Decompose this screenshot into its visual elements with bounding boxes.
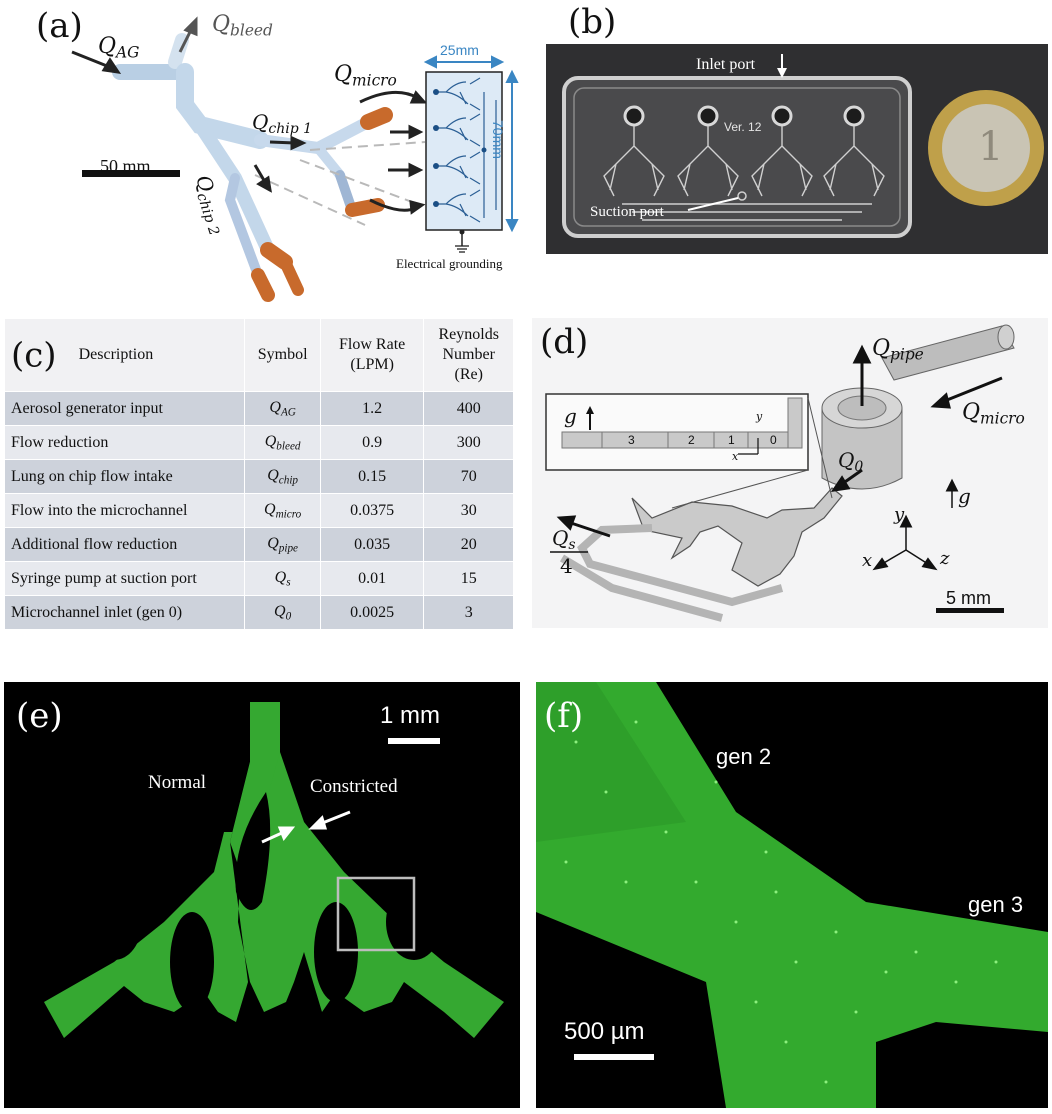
tubing-network — [112, 33, 393, 302]
panel-b: 1 Inlet port Ver. 12 Suction port (b) — [540, 0, 1052, 310]
suction-port-label: Suction port — [590, 204, 664, 220]
version-label: Ver. 12 — [724, 120, 762, 134]
panel-e: (e) 1 mm Normal Constricted — [4, 682, 520, 1108]
flow-arrows-d — [556, 344, 1003, 571]
chip-height-label: 70mm — [490, 120, 506, 159]
flow-arrows — [71, 16, 428, 215]
label-q-s-den: 4 — [560, 554, 573, 578]
table-row: Additional flow reduction Qpipe 0.035 20 — [3, 527, 514, 562]
header-flow-rate: Flow Rate(LPM) — [319, 318, 425, 392]
green-channel-network — [44, 702, 504, 1038]
zoom-box — [336, 876, 416, 952]
table-row: Flow into the microchannel Qmicro 0.0375… — [3, 493, 514, 528]
scale-bar-f-text: 500 µm — [564, 1018, 645, 1045]
label-q-0: Q0 — [838, 448, 864, 476]
scale-bar-d-text: 5 mm — [946, 588, 991, 608]
table-row: Aerosol generator input QAG 1.2 400 — [3, 391, 514, 426]
dark-voids — [86, 792, 442, 1012]
scale-bar-e-text: 1 mm — [380, 702, 440, 729]
table-row: Flow reduction Qbleed 0.9 300 — [3, 425, 514, 460]
inset-axis-y: y — [756, 410, 763, 423]
label-q-micro: Qmicro — [334, 62, 397, 90]
dimension-arrows — [423, 55, 519, 233]
fluorescence-image-f — [536, 682, 1048, 1108]
panel-c: (c) Description Symbol Flow Rate(LPM) Re… — [3, 318, 514, 630]
inset-axis-x: x — [732, 450, 739, 463]
table-row: Microchannel inlet (gen 0) Q0 0.0025 3 — [3, 595, 514, 630]
label-q-ag: QAG — [98, 34, 140, 62]
branching-channel — [559, 487, 843, 622]
scale-bar-a-text: 50 mm — [100, 156, 151, 176]
constriction-arrows — [261, 810, 351, 844]
header-description: (c) Description — [3, 318, 246, 392]
axis-x-label: x — [862, 550, 873, 571]
chip-width-label: 25mm — [440, 42, 479, 58]
inlet-port-label: Inlet port — [696, 56, 756, 73]
axis-z-label: z — [940, 548, 950, 569]
gen-label-1: 1 — [728, 433, 735, 447]
panel-a-figure — [71, 16, 519, 302]
scale-bar-d — [936, 608, 1004, 613]
flow-table: (c) Description Symbol Flow Rate(LPM) Re… — [3, 318, 514, 630]
label-g-inset: g — [564, 404, 577, 428]
panel-c-label: (c) — [11, 335, 57, 376]
particle-dots — [564, 720, 998, 1084]
chip-schematic — [425, 71, 503, 253]
gen-label-3: 3 — [628, 433, 635, 447]
panel-d-label: (d) — [540, 322, 589, 362]
grounding-label: Electrical grounding — [396, 256, 503, 271]
panel-f: (f) gen 2 gen 3 500 µm — [536, 682, 1048, 1108]
panel-f-label: (f) — [544, 696, 584, 736]
table-row: Lung on chip flow intake Qchip 0.15 70 — [3, 459, 514, 494]
table-row: Syringe pump at suction port Qs 0.01 15 — [3, 561, 514, 596]
header-symbol: Symbol — [244, 318, 321, 392]
normal-label: Normal — [148, 772, 207, 793]
gen-label-2: 2 — [688, 433, 695, 447]
fluorescence-image-e — [44, 702, 504, 1038]
axis-y-label: y — [894, 504, 905, 525]
scale-bar-a — [82, 170, 180, 177]
panel-e-label: (e) — [16, 696, 63, 736]
svg-text:1: 1 — [978, 124, 1003, 170]
chip-photo: 1 — [562, 54, 1044, 238]
gen-label-0: 0 — [770, 433, 777, 447]
gen2-label: gen 2 — [716, 744, 772, 769]
photo-background: 1 Inlet port Ver. 12 Suction port — [546, 44, 1048, 254]
label-q-pipe: Qpipe — [872, 336, 924, 364]
panel-b-label: (b) — [568, 2, 617, 42]
projection-lines — [254, 141, 426, 226]
inlet-cylinder — [821, 324, 1015, 490]
label-q-s-num: Qs — [552, 526, 576, 554]
label-q-chip1: Qchip 1 — [252, 110, 313, 138]
scale-bar-f — [574, 1054, 654, 1060]
cad-model — [545, 324, 1015, 622]
label-g-main: g — [958, 484, 971, 508]
scale-bar-e — [388, 738, 440, 744]
panel-d: (d) Qpipe Qmicro Q0 Qs 4 g g y x z y x 3… — [532, 318, 1048, 628]
constricted-label: Constricted — [310, 776, 398, 797]
table-header-row: (c) Description Symbol Flow Rate(LPM) Re… — [3, 318, 514, 392]
generation-inset — [545, 393, 833, 509]
label-q-micro-d: Qmicro — [962, 400, 1025, 428]
panel-a: (a) 50 mm QAG Qbleed Qmicro Qchip 1 Qchi… — [0, 0, 540, 310]
gen3-label: gen 3 — [968, 892, 1024, 917]
label-q-bleed: Qbleed — [212, 12, 273, 40]
panel-a-label: (a) — [36, 6, 83, 46]
